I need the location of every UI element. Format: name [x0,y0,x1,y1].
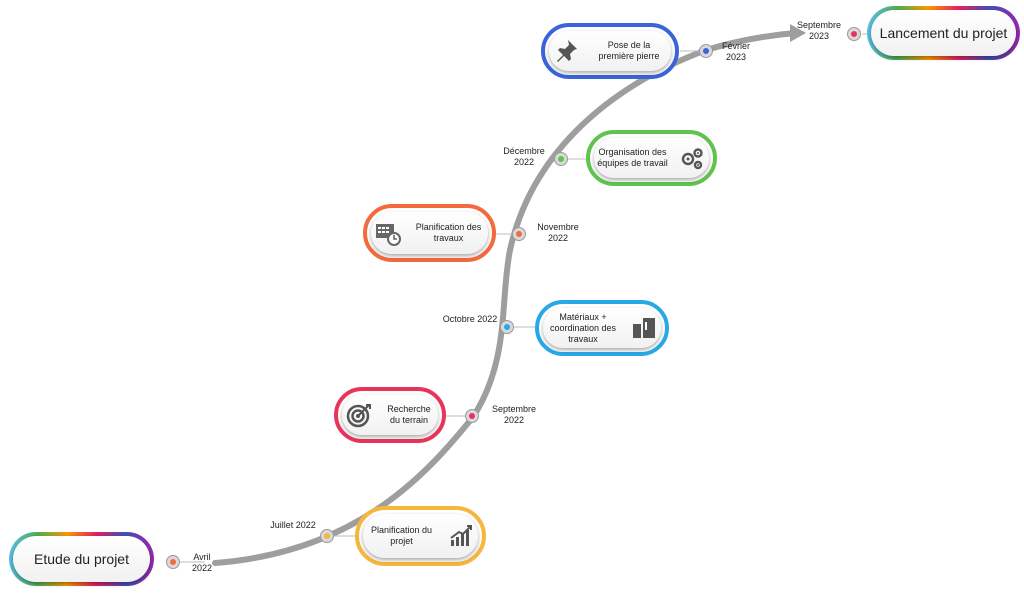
pushpin-icon [552,37,580,65]
start-label: Etude du projet [34,551,129,567]
schedule-clock-icon [374,219,402,247]
milestone-dot [500,320,514,334]
milestone-date: Février 2023 [721,41,750,62]
milestone-label: Planification du projet [370,525,433,546]
milestone-dot [554,152,568,166]
end-date: Septembre 2023 [796,20,842,41]
milestone-dot [320,529,334,543]
milestone-pill: Planification du projet [355,506,486,566]
milestone-date: Juillet 2022 [270,520,316,530]
end-label: Lancement du projet [879,25,1008,41]
milestone-pill: Pose de la première pierre [541,23,679,79]
materials-icon [630,314,658,342]
start-dot [166,555,180,569]
milestone-label: Pose de la première pierre [598,40,660,61]
milestone-dot [512,227,526,241]
milestone-date: Septembre 2022 [491,404,537,425]
milestone-date: Octobre 2022 [442,314,498,324]
milestone-date: Décembre 2022 [503,146,545,167]
milestone-dot [699,44,713,58]
start-pill: Etude du projet [9,532,154,586]
gears-icon [678,144,706,172]
milestone-pill: Recherche du terrain [334,387,446,443]
growth-chart-icon [447,522,475,550]
end-pill: Lancement du projet [867,6,1020,60]
milestone-pill: Matériaux + coordination des travaux [535,300,669,356]
milestone-label: Recherche du terrain [387,404,431,425]
milestone-label: Planification des travaux [415,222,482,243]
milestone-dot [465,409,479,423]
target-icon [345,401,373,429]
start-date: Avril 2022 [191,552,213,573]
end-dot [847,27,861,41]
milestone-label: Matériaux + coordination des travaux [549,311,617,344]
milestone-pill: Planification des travaux [363,204,496,262]
milestone-label: Organisation des équipes de travail [597,147,668,168]
milestone-date: Novembre 2022 [537,222,579,243]
milestone-pill: Organisation des équipes de travail [586,130,717,186]
